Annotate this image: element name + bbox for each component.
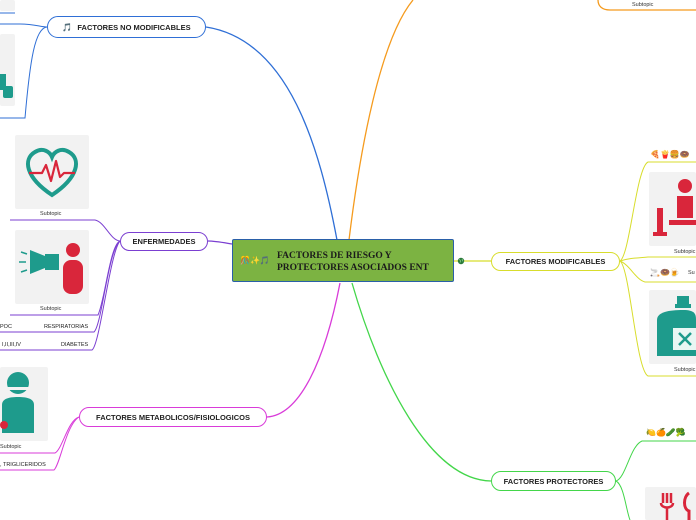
node-label: FACTORES MODIFICABLES <box>505 257 606 266</box>
node-label: FACTORES METABOLICOS/FISIOLOGICOS <box>96 412 250 422</box>
leaf-trigliceridos[interactable]: , TRIGLICERIDOS <box>0 462 46 468</box>
branch-top <box>348 0 414 241</box>
branch-no-modificables <box>205 26 338 241</box>
music-note-icon: 🎵 <box>62 22 73 32</box>
smoking-emoji-row: 🚬🍩🍺 <box>650 268 680 277</box>
branch-enfermedades <box>207 240 233 245</box>
branch-protectores <box>351 282 492 482</box>
node-factores-protectores[interactable]: FACTORES PROTECTORES <box>491 471 616 491</box>
fork-knife-icon <box>659 491 691 520</box>
image-card-desk <box>649 172 696 246</box>
node-factores-no-modificables[interactable]: 🎵 FACTORES NO MODIFICABLES <box>47 16 206 38</box>
subtopic-label[interactable]: Subtopic <box>0 444 22 450</box>
leaf-respiratorias[interactable]: RESPIRATORIAS <box>44 324 89 330</box>
leaf-diabetes[interactable]: DIABETES <box>61 342 89 348</box>
central-topic[interactable]: 🎊✨🎵 FACTORES DE RIESGO Y PROTECTORES ASO… <box>232 239 454 282</box>
image-card-heart <box>15 135 89 209</box>
subtopic-label[interactable]: Subtopic <box>632 2 654 8</box>
node-label: ENFERMEDADES <box>132 237 196 246</box>
doctor-icon <box>0 372 34 433</box>
subtopic-label-truncated[interactable]: Su <box>688 270 695 276</box>
node-label: FACTORES NO MODIFICABLES <box>77 22 191 32</box>
globe-icon <box>457 257 465 265</box>
image-card-bottle <box>649 290 696 364</box>
subtopic-label[interactable]: Subtopic <box>674 367 696 373</box>
subtopic-label[interactable]: Subtopic <box>40 306 62 312</box>
food-emoji-row: 🍕🍟🍔🍩 <box>650 150 690 159</box>
branch-top-sub <box>597 0 696 11</box>
leaf-grados[interactable]: I,II,III,IV <box>2 342 21 348</box>
node-factores-metabolicos[interactable]: FACTORES METABOLICOS/FISIOLOGICOS <box>79 407 267 427</box>
central-topic-title: FACTORES DE RIESGO Y PROTECTORES ASOCIAD… <box>277 251 429 273</box>
poison-bottle-icon <box>657 296 696 356</box>
celebration-icon: 🎊✨🎵 <box>240 256 270 265</box>
node-factores-modificables[interactable]: FACTORES MODIFICABLES <box>491 252 620 271</box>
node-label: FACTORES PROTECTORES <box>503 476 604 486</box>
image-card-speaker <box>15 230 89 304</box>
image-card <box>0 0 15 11</box>
sitting-person-icon <box>653 179 696 236</box>
subtopic-label[interactable]: Subtopic <box>40 211 62 217</box>
node-enfermedades[interactable]: ENFERMEDADES <box>120 232 208 251</box>
fruit-emoji-row: 🍋🍊🥒🥦 <box>646 428 686 437</box>
leaf-epoc[interactable]: POC <box>0 324 12 330</box>
image-card <box>0 34 15 106</box>
image-card-person <box>0 367 48 441</box>
subtopic-label[interactable]: Subtopic <box>674 249 696 255</box>
heart-pulse-icon <box>26 147 78 198</box>
megaphone-person-icon <box>19 243 83 294</box>
image-card-cutlery <box>645 487 696 520</box>
person-icon <box>0 74 13 98</box>
branch-metabolicos <box>266 282 341 418</box>
